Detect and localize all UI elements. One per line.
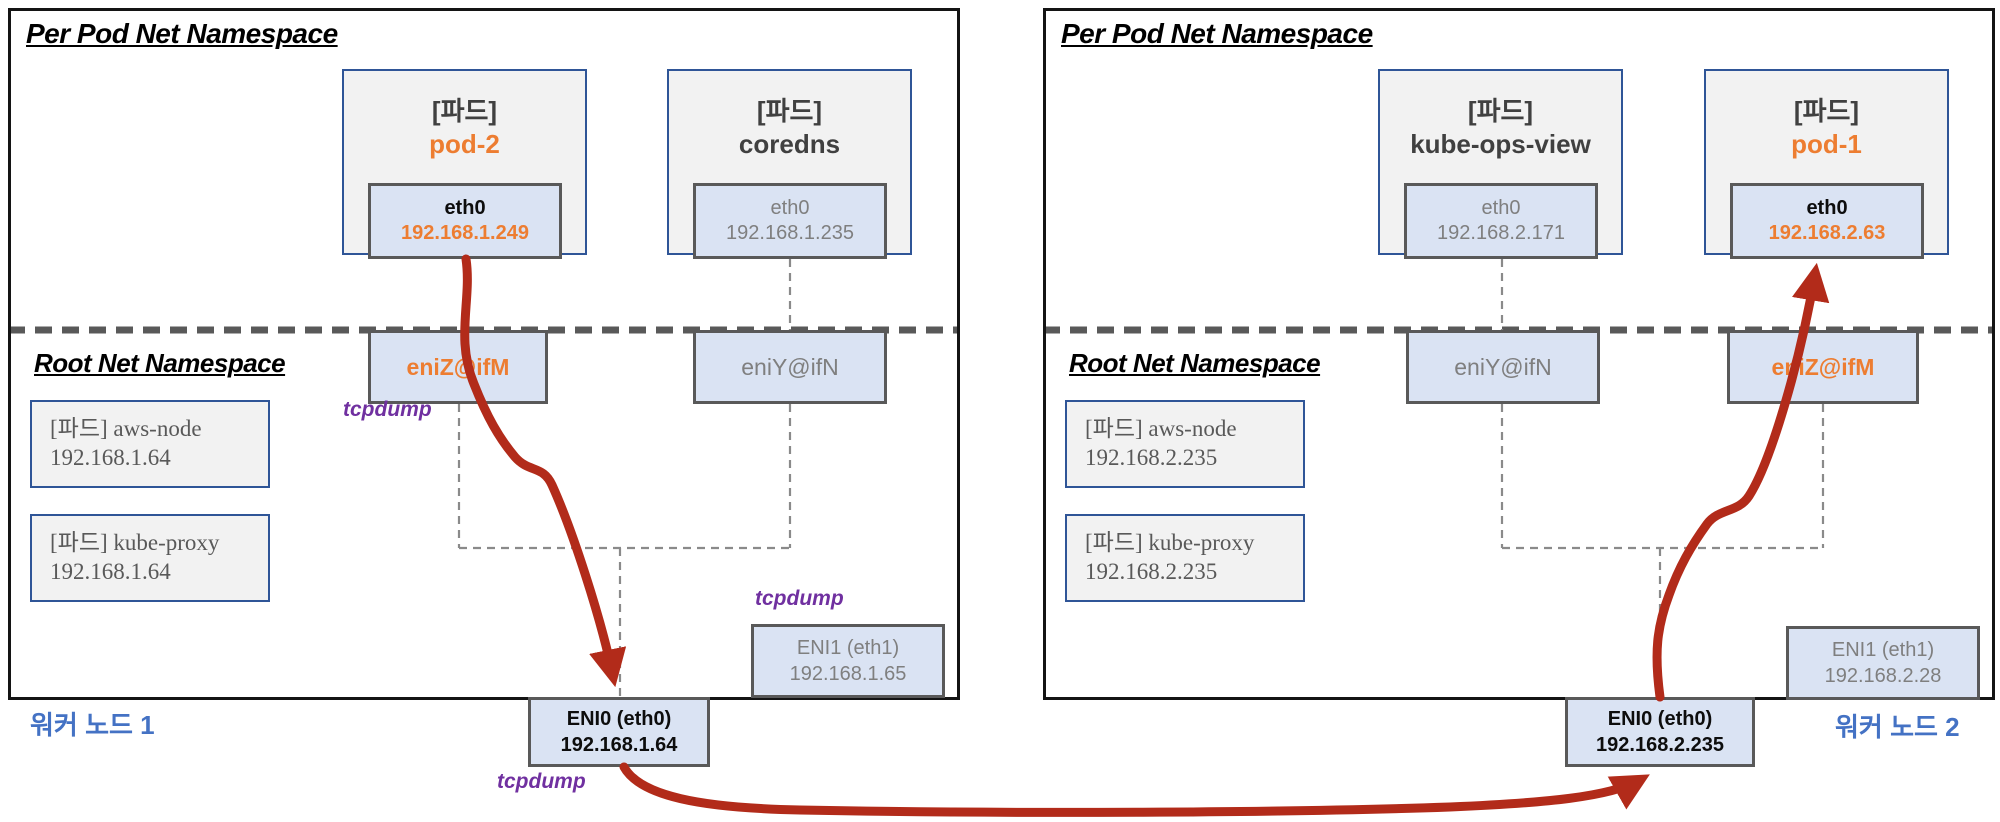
pod1-eth0-label: eth0 (1806, 197, 1848, 219)
kube-ops-view-eth0-label: eth0 (1481, 197, 1521, 219)
node2-aws-node-ip: 192.168.2.235 (1085, 445, 1218, 470)
node2-eni1-box: ENI1 (eth1) 192.168.2.28 (1786, 626, 1980, 700)
node2-kube-proxy-label: [파드] kube-proxy (1085, 530, 1255, 555)
coredns-eth0-label: eth0 (770, 197, 810, 219)
node2-veth-eniZ-label: eniZ@ifM (1771, 353, 1875, 380)
node2-veth-eniY-box: eniY@ifN (1406, 330, 1600, 404)
node1-root-namespace-title: Root Net Namespace (34, 348, 286, 378)
pod2-eth0-box: eth0 192.168.1.249 (368, 183, 562, 259)
node2-veth-eniZ-box: eniZ@ifM (1727, 330, 1919, 404)
node1-kube-proxy-ip: 192.168.1.64 (50, 559, 171, 584)
node2-kube-proxy-ip: 192.168.2.235 (1085, 559, 1218, 584)
node1-veth-eniY-box: eniY@ifN (693, 330, 887, 404)
pod2-tag: [파드] (431, 96, 498, 126)
node1-eni1-box: ENI1 (eth1) 192.168.1.65 (751, 624, 945, 698)
pod2-name: pod-2 (429, 129, 500, 159)
kube-ops-view-tag: [파드] (1467, 96, 1534, 126)
node2-eni0-label: ENI0 (eth0) (1607, 708, 1713, 730)
node1-eni0-ip: 192.168.1.64 (560, 734, 678, 756)
pod1-eth0-ip: 192.168.2.63 (1768, 222, 1886, 244)
node2-root-namespace-title: Root Net Namespace (1069, 348, 1321, 378)
pod1-eth0-box: eth0 192.168.2.63 (1730, 183, 1924, 259)
coredns-name: coredns (738, 129, 841, 159)
coredns-tag: [파드] (756, 96, 823, 126)
kube-ops-view-eth0-ip: 192.168.2.171 (1437, 222, 1565, 244)
node1-aws-node-box: [파드] aws-node 192.168.1.64 (30, 400, 270, 488)
node1-veth-eniY-label: eniY@ifN (741, 353, 839, 380)
node2-eni1-label: ENI1 (eth1) (1831, 639, 1935, 661)
coredns-eth0-ip: 192.168.1.235 (726, 222, 854, 244)
node1-eni0-label: ENI0 (eth0) (566, 708, 672, 730)
node1-tcpdump-eni0-label: tcpdump (497, 770, 586, 793)
node1-veth-eniZ-box: eniZ@ifM (368, 330, 548, 404)
node2-aws-node-box: [파드] aws-node 192.168.2.235 (1065, 400, 1305, 488)
node1-aws-node-ip: 192.168.1.64 (50, 445, 171, 470)
kube-ops-view-name: kube-ops-view (1410, 129, 1591, 159)
node1-tcpdump-veth-label: tcpdump (343, 398, 432, 421)
node1-eni0-box: ENI0 (eth0) 192.168.1.64 (528, 697, 710, 767)
pod1-tag: [파드] (1793, 96, 1860, 126)
pod2-eth0-ip: 192.168.1.249 (401, 222, 529, 244)
node2-veth-eniY-label: eniY@ifN (1454, 353, 1552, 380)
node2-aws-node-label: [파드] aws-node (1085, 416, 1237, 441)
worker-node-1-label: 워커 노드 1 (30, 710, 155, 740)
node1-veth-eniZ-label: eniZ@ifM (406, 353, 510, 380)
pod1-name: pod-1 (1791, 129, 1862, 159)
flow-eni0-to-eni0-arrow (619, 762, 1650, 817)
node2-eni0-ip: 192.168.2.235 (1596, 734, 1724, 756)
node2-eni1-ip: 192.168.2.28 (1824, 665, 1942, 687)
worker-node-1-boundary (8, 8, 960, 700)
node1-tcpdump-eni1-label: tcpdump (755, 587, 844, 610)
node1-kube-proxy-label: [파드] kube-proxy (50, 530, 220, 555)
pod2-eth0-label: eth0 (444, 197, 486, 219)
node2-per-pod-namespace-title: Per Pod Net Namespace (1061, 18, 1373, 49)
node2-eni0-box: ENI0 (eth0) 192.168.2.235 (1565, 697, 1755, 767)
node1-eni1-label: ENI1 (eth1) (796, 637, 900, 659)
worker-node-2-boundary (1043, 8, 1995, 700)
node1-eni1-ip: 192.168.1.65 (789, 663, 907, 685)
node1-per-pod-namespace-title: Per Pod Net Namespace (26, 18, 338, 49)
coredns-eth0-box: eth0 192.168.1.235 (693, 183, 887, 259)
node2-kube-proxy-box: [파드] kube-proxy 192.168.2.235 (1065, 514, 1305, 602)
node1-kube-proxy-box: [파드] kube-proxy 192.168.1.64 (30, 514, 270, 602)
node1-aws-node-label: [파드] aws-node (50, 416, 202, 441)
kube-ops-view-eth0-box: eth0 192.168.2.171 (1404, 183, 1598, 259)
worker-node-2-label: 워커 노드 2 (1835, 712, 1960, 742)
